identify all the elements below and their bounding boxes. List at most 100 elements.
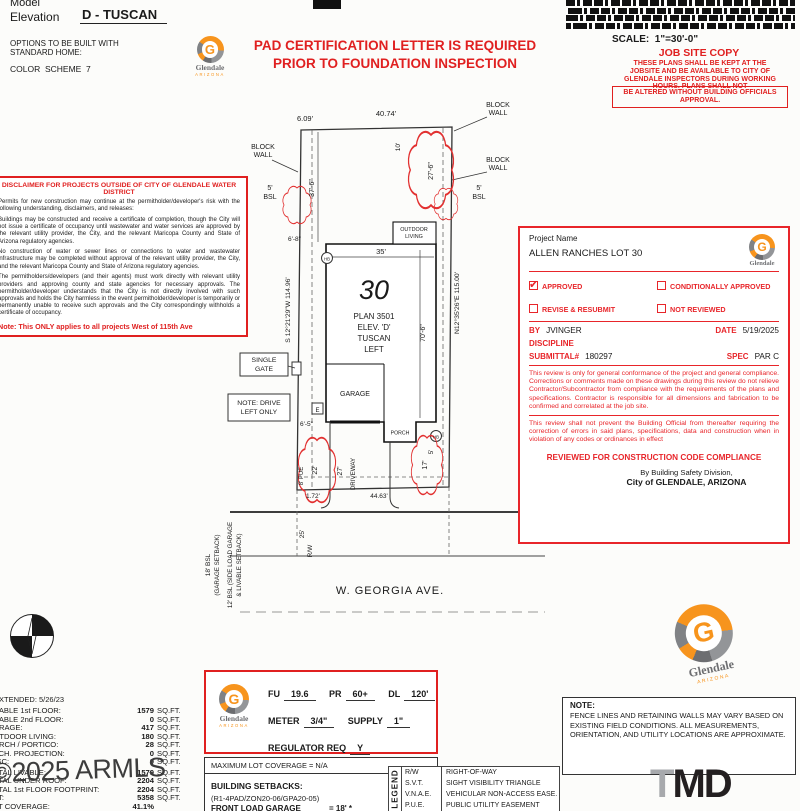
garage-setback-label-1: 18' BSL [205,553,212,576]
water-district-disclaimer: DISCLAIMER FOR PROJECTS OUTSIDE OF CITY … [0,176,248,337]
dim-6-8: 6'-8" [288,236,302,243]
area-value: 2204 [137,776,154,785]
legend-desc: SIGHT VISIBILITY TRIANGLE [446,780,541,787]
stamp-division-line: By Building Safety Division, [640,467,733,477]
area-value: 41.1% [132,801,154,811]
area-unit: SQ.FT. [157,748,181,758]
elevation-label: Elevation [10,10,60,24]
extended-date: EXTENDED: 5/26/23 [0,695,65,704]
color-scheme: COLOR SCHEME 7 [10,64,91,74]
options-line-2: STANDARD HOME: [10,48,82,57]
block-wall-right-1: BLOCK [486,157,510,164]
stamp-checkboxes: APPROVED CONDITIONALLY APPROVED REVISE &… [529,276,779,317]
legend-abbr: R/W [402,767,442,778]
area-value: 1579 [137,706,154,715]
spec-label: SPEC [726,352,749,361]
dim-17: 17' [422,460,429,469]
porch-label: PORCH [391,431,410,437]
pr-label: PR [328,689,342,699]
electric-symbol-box [311,402,324,415]
lot-number: 30 [359,275,389,305]
leader-3 [451,171,488,181]
by-value: JVINGER [546,326,582,335]
garage-label: GARAGE [340,391,370,398]
dl-label: DL [388,689,401,699]
gate-leader [287,365,296,369]
single-gate-label-2: GATE [255,366,273,373]
bsl-right-5: 5' [476,185,481,192]
area-unit: SQ.FT. [157,757,181,766]
driveway-edge-right [389,442,400,509]
legend-row: P.U.E.PUBLIC UTILITY EASEMENT [402,800,557,811]
disclaimer-title: DISCLAIMER FOR PROJECTS OUTSIDE OF CITY … [1,182,237,196]
area-value: 1579 [137,767,154,777]
spec-value: PAR C [754,352,779,361]
date-label: DATE [715,326,737,335]
dl-value: 120' [404,689,436,701]
leader-1 [271,159,299,173]
dim-10: 10' [395,143,402,151]
glendale-logo-name: Glendale [195,63,225,72]
legend-abbr: V.N.A.E. [402,789,442,800]
bsl-right-label: BSL [472,194,485,201]
dim-27: 27' [337,466,344,475]
area-value: 2204 [137,784,154,794]
checkbox-revise-resubmit-label: REVISE & RESUBMIT [542,305,616,314]
table-row: LIVABLE 2nd FLOOR:0SQ.FT. [0,714,190,725]
fu-label: FU [268,689,280,699]
dim-25: 25' [299,530,306,538]
stamp-reviewed-line: REVIEWED FOR CONSTRUCTION CODE COMPLIANC… [546,452,762,462]
dim-22: 22' [312,465,319,474]
checkbox-icon [657,281,667,290]
area-unit: SQ.FT. [157,793,181,802]
bsl-left-5: 5' [267,185,272,192]
hb-label-2: HB [433,435,439,440]
area-label: LOT COVERAGE: [0,801,50,811]
stamp-paragraph-1: This review is only for general conforma… [529,370,779,410]
setback-label: FRONT LOAD GARAGE [211,804,301,811]
area-unit: SQ.FT. [157,723,181,732]
dim-35: 35' [376,247,386,256]
dim-70-6: 70'-6" [420,324,427,342]
area-unit: SQ.FT. [157,784,181,794]
pue-label: 8' PUE [299,467,305,486]
electric-label: E [315,408,319,414]
tmd-letter-t: T [650,762,674,806]
setback-value: = 18' * [329,804,353,811]
side-setback-label-2: & LIVABLE SETBACK) [236,533,243,596]
gate-symbol [291,361,302,376]
area-value: 28 [145,740,154,749]
area-label: LIVABLE 1st FLOOR: [0,706,61,715]
legend-abbr: S.V.T. [402,778,442,789]
checked-checkbox-icon [529,278,538,291]
area-label: OUTDOOR LIVING: [0,731,56,741]
stamp-by-row: BY JVINGER DATE 5/19/2025 [529,326,779,335]
glendale-logo-large: G Glendale ARIZONA [661,597,752,690]
rw-label: R/W [307,544,314,558]
house-outline [325,243,437,443]
area-unit: SQ.FT. [157,714,181,724]
disclaimer-p4: The permitholders/developers (and their … [0,274,240,317]
plan-elev: ELEV. 'D' [358,323,391,332]
barcode-block [566,0,795,30]
area-unit: SQ.FT. [157,767,181,777]
plan-style: TUSCAN [358,334,391,343]
options-line-1: OPTIONS TO BE BUILT WITH [10,39,119,48]
supply-label: SUPPLY [347,716,383,726]
checkbox-not-reviewed: NOT REVIEWED [657,299,779,317]
regulator-value: Y [350,743,371,755]
checkbox-conditionally-approved-label: CONDITIONALLY APPROVED [670,282,771,291]
submittal-value: 180297 [585,352,613,361]
dim-40-74: 40.74' [376,109,397,118]
glendale-logo-utility: G Glendale ARIZONA [214,684,254,728]
area-value: 0 [149,714,154,724]
max-lot-coverage: MAXIMUM LOT COVERAGE = N/A [211,761,328,770]
scale-label: SCALE: 1"=30'-0" [612,34,699,45]
area-value: 180 [141,731,154,741]
